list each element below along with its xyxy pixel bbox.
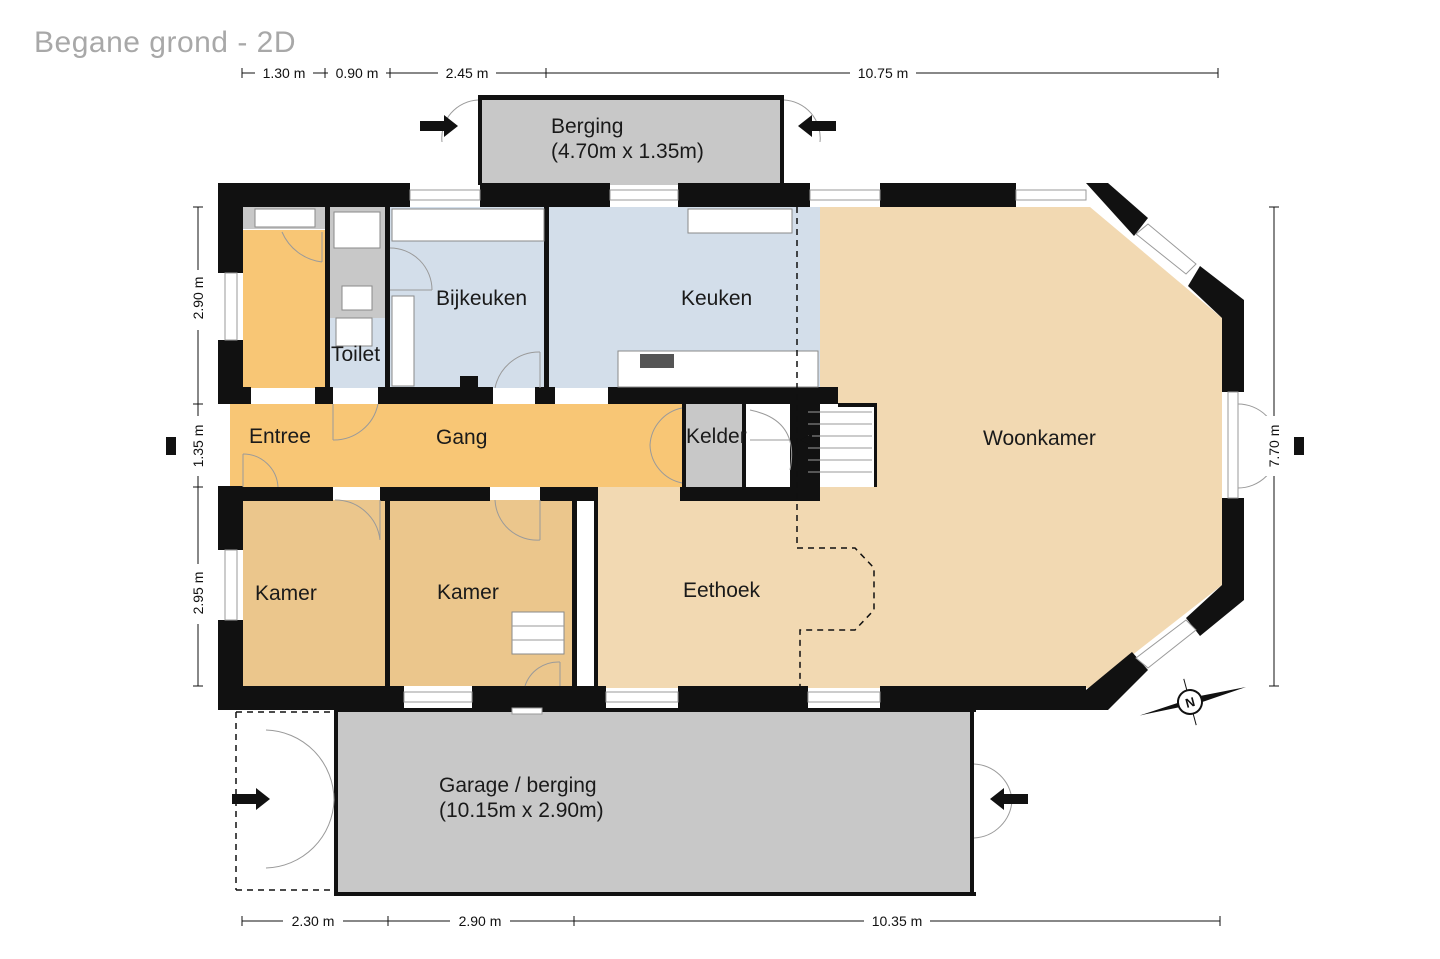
room-size-berging: (4.70m x 1.35m)	[551, 140, 704, 163]
room-label-kamer-1: Kamer	[255, 582, 317, 605]
eethoek-floor	[598, 487, 820, 688]
arrow-icon	[798, 115, 836, 137]
kelder-floor	[686, 404, 746, 487]
dim-left-2: 1.35 m	[190, 425, 206, 468]
room-label-gang: Gang	[436, 426, 487, 449]
walls	[218, 95, 1244, 896]
dim-top-2: 0.90 m	[336, 65, 379, 81]
room-label-kamer-2: Kamer	[437, 581, 499, 604]
page-title: Begane grond - 2D	[34, 26, 297, 59]
room-label-garage: Garage / berging	[439, 774, 597, 797]
dim-bottom-3: 10.35 m	[872, 913, 923, 929]
stairs	[749, 409, 872, 473]
compass-icon: N	[1139, 678, 1247, 726]
dim-top-4: 10.75 m	[858, 65, 909, 81]
entrance-marker	[166, 437, 176, 455]
dim-bottom-1: 2.30 m	[292, 913, 335, 929]
room-label-berging: Berging	[551, 115, 623, 138]
dim-top-1: 1.30 m	[263, 65, 306, 81]
room-label-kelder: Kelder	[686, 425, 747, 448]
room-label-toilet: Toilet	[331, 343, 380, 366]
entrance-marker	[1294, 437, 1304, 455]
garage-floor	[336, 710, 972, 894]
room-label-woonkamer: Woonkamer	[983, 427, 1096, 450]
dim-top-3: 2.45 m	[446, 65, 489, 81]
room-labels: Berging (4.70m x 1.35m) Bijkeuken Keuken…	[249, 115, 1096, 822]
room-label-bijkeuken: Bijkeuken	[436, 287, 527, 310]
windows	[224, 189, 1239, 715]
compass-label: N	[1184, 694, 1197, 711]
arrow-icon	[990, 788, 1028, 810]
arrow-icon	[420, 115, 458, 137]
room-label-keuken: Keuken	[681, 287, 752, 310]
room-size-garage: (10.15m x 2.90m)	[439, 799, 604, 822]
dimension-labels: 1.30 m 0.90 m 2.45 m 10.75 m 2.30 m 2.90…	[189, 64, 1283, 930]
entrance-arrows	[166, 115, 1304, 810]
dim-left-1: 2.90 m	[190, 277, 206, 320]
gang-floor	[230, 404, 685, 487]
room-label-entree: Entree	[249, 425, 311, 448]
berging-floor	[482, 97, 780, 185]
dim-left-3: 2.95 m	[190, 572, 206, 615]
kamer1-floor	[243, 500, 385, 686]
fixtures	[254, 208, 872, 655]
room-label-eethoek: Eethoek	[683, 579, 761, 602]
arrow-icon	[232, 788, 270, 810]
kamer2-floor	[390, 500, 572, 686]
hall-floor	[243, 230, 325, 388]
dim-right-1: 7.70 m	[1266, 425, 1282, 468]
dim-bottom-2: 2.90 m	[459, 913, 502, 929]
